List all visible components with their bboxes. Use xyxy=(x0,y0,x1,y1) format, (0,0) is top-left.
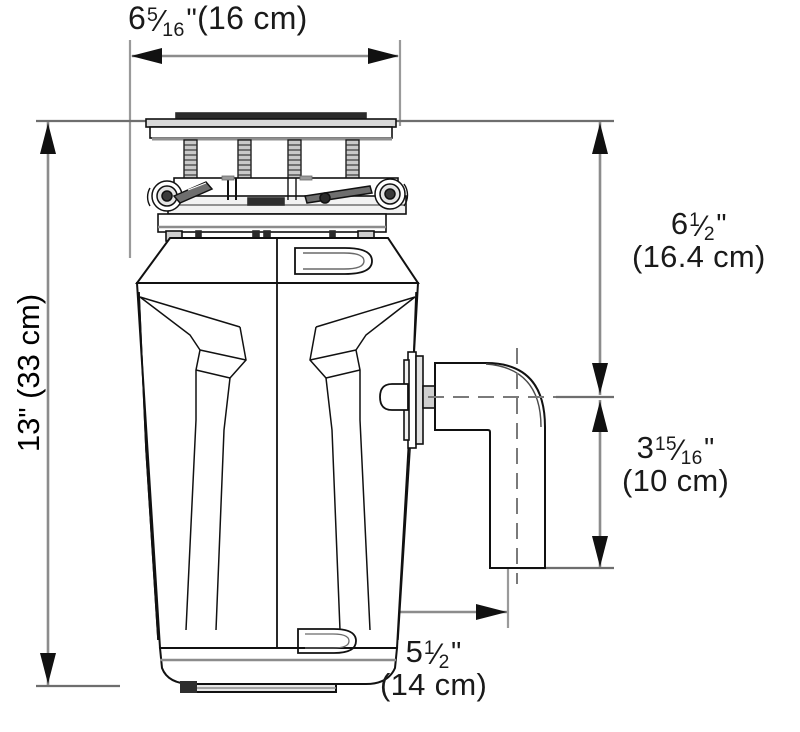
dimension-imperial-line: 51⁄2" xyxy=(380,634,487,674)
fraction-denominator: 16 xyxy=(680,448,703,470)
fraction-denominator: 2 xyxy=(703,224,715,246)
dimension-value-metric: (14 cm) xyxy=(380,666,488,702)
mounting-studs xyxy=(183,139,360,181)
elbow-outer-profile xyxy=(434,362,546,569)
tension-screw-head xyxy=(319,192,331,204)
mount-tension-arms xyxy=(172,181,373,204)
dimension-value-metric: (33 cm) xyxy=(11,293,46,399)
ring-center-tab xyxy=(247,197,285,206)
arrowhead-right-lower-bottom xyxy=(592,536,608,567)
dimension-imperial-line: 61⁄2" xyxy=(632,206,766,246)
dimension-value-inches: 13 xyxy=(11,417,46,453)
dimension-fraction: 5⁄16 xyxy=(146,3,185,41)
fraction-numerator: 15 xyxy=(654,433,677,455)
dimension-imperial-line: 315⁄16" xyxy=(622,430,729,470)
disposer-base xyxy=(158,647,399,693)
flange-gasket xyxy=(175,112,367,120)
dimension-value-metric: (10 cm) xyxy=(622,462,730,498)
dimension-value-metric: (16.4 cm) xyxy=(632,238,766,274)
dimension-label-lower-height: 315⁄16" (10 cm) xyxy=(622,430,730,498)
discharge-flange-plate-2 xyxy=(415,355,424,445)
arrowhead-bottom-right xyxy=(476,604,507,620)
dimension-fraction: 15⁄16 xyxy=(654,433,703,470)
inch-symbol: " xyxy=(716,209,727,241)
dimension-value-inches: 6 xyxy=(128,0,147,36)
upper-label-recess xyxy=(294,247,373,275)
fraction-denominator: 16 xyxy=(162,18,185,41)
sink-flange-assembly xyxy=(145,112,397,141)
skirt-plate xyxy=(157,213,387,233)
dimension-value-inches: 5 xyxy=(405,634,424,669)
fraction-numerator: 1 xyxy=(423,637,435,659)
fraction-numerator: 5 xyxy=(146,3,159,26)
arrowhead-right-upper-top xyxy=(592,123,608,154)
dimension-value-inches: 3 xyxy=(636,430,655,465)
base-plate-tab-left-2 xyxy=(190,681,197,693)
dimension-fraction: 1⁄2 xyxy=(423,637,450,674)
arrowhead-left-top xyxy=(40,123,56,154)
dimension-label-upper-height: 61⁄2" (16.4 cm) xyxy=(632,206,766,274)
fraction-denominator: 2 xyxy=(438,652,450,674)
base-rounded-shell xyxy=(158,647,399,685)
body-rib-right xyxy=(309,291,417,641)
skirt-bolt-right xyxy=(329,230,336,239)
inch-symbol: " xyxy=(704,433,715,465)
arrowhead-right-lower-top xyxy=(592,401,608,432)
skirt-bolt-left xyxy=(195,230,202,239)
dimension-value-metric: (16 cm) xyxy=(197,0,308,36)
inch-symbol: " xyxy=(14,407,46,418)
dimension-fraction: 1⁄2 xyxy=(689,209,715,246)
mounting-stud-threads xyxy=(184,144,359,176)
dimension-label-overall-width: 65⁄16"(16 cm) xyxy=(128,0,308,41)
inch-symbol: " xyxy=(186,3,198,36)
dimension-label-discharge-offset: 51⁄2" (14 cm) xyxy=(380,634,488,702)
mount-support-skirt xyxy=(157,213,387,242)
inch-symbol: " xyxy=(451,637,462,669)
discharge-spigot xyxy=(379,383,409,411)
discharge-elbow xyxy=(434,362,546,569)
fraction-numerator: 1 xyxy=(689,209,701,231)
mounting-lug-right xyxy=(374,178,409,210)
sink-flange-plate-lower xyxy=(149,126,393,139)
mounting-ring xyxy=(167,175,407,215)
arrowhead-right-upper-bottom xyxy=(592,363,608,394)
arrowhead-top-left xyxy=(131,48,162,64)
sink-flange-plate xyxy=(145,118,397,128)
base-plate-tab-left xyxy=(180,681,190,693)
dimension-value-inches: 6 xyxy=(670,206,689,241)
arrowhead-top-right xyxy=(368,48,399,64)
lower-label-recess xyxy=(297,628,357,654)
body-rib-left xyxy=(138,291,247,641)
dimension-label-overall-height: 13" (33 cm) xyxy=(11,258,47,488)
mounting-lug-left xyxy=(146,180,183,212)
arrowhead-left-bottom xyxy=(40,653,56,684)
elbow-centerlines xyxy=(428,348,556,584)
